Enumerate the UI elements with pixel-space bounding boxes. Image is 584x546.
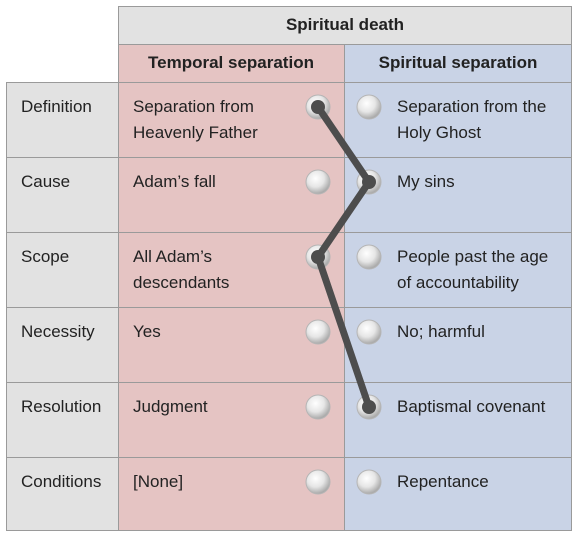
row-label-cause: Cause <box>6 157 118 232</box>
spiritual-cell-cause: My sins <box>344 157 572 232</box>
temporal-cell-cause: Adam’s fall <box>118 157 344 232</box>
temporal-cell-scope: All Adam’s descendants <box>118 232 344 307</box>
table-title: Spiritual death <box>118 6 572 44</box>
spiritual-radio-necessity[interactable] <box>356 319 382 345</box>
column-divider <box>344 44 345 531</box>
spiritual-cell-scope: People past the age of accountability <box>344 232 572 307</box>
spiritual-cell-necessity: No; harmful <box>344 307 572 382</box>
row-label-definition: Definition <box>6 82 118 157</box>
temporal-radio-conditions[interactable] <box>305 469 331 495</box>
spiritual-cell-conditions: Repentance <box>344 457 572 531</box>
temporal-radio-resolution[interactable] <box>305 394 331 420</box>
selected-dot <box>362 175 376 189</box>
column-header-spiritual: Spiritual separation <box>344 44 572 82</box>
row-label-resolution: Resolution <box>6 382 118 457</box>
spiritual-radio-conditions[interactable] <box>356 469 382 495</box>
temporal-cell-necessity: Yes <box>118 307 344 382</box>
row-divider <box>6 157 572 158</box>
spiritual-cell-definition: Separation from the Holy Ghost <box>344 82 572 157</box>
row-label-scope: Scope <box>6 232 118 307</box>
temporal-cell-definition: Separation from Heavenly Father <box>118 82 344 157</box>
selected-dot <box>362 400 376 414</box>
row-divider <box>6 457 572 458</box>
temporal-cell-conditions: [None] <box>118 457 344 531</box>
header-divider <box>118 44 572 45</box>
row-divider <box>6 82 572 83</box>
row-divider <box>6 382 572 383</box>
row-divider <box>6 307 572 308</box>
spiritual-radio-scope[interactable] <box>356 244 382 270</box>
spiritual-radio-definition[interactable] <box>356 94 382 120</box>
temporal-cell-resolution: Judgment <box>118 382 344 457</box>
selected-dot <box>311 250 325 264</box>
row-label-necessity: Necessity <box>6 307 118 382</box>
column-header-temporal: Temporal separation <box>118 44 344 82</box>
spiritual-cell-resolution: Baptismal covenant <box>344 382 572 457</box>
selection-path-line <box>314 103 373 411</box>
temporal-radio-necessity[interactable] <box>305 319 331 345</box>
temporal-radio-cause[interactable] <box>305 169 331 195</box>
row-label-conditions: Conditions <box>6 457 118 531</box>
selected-dot <box>311 100 325 114</box>
column-divider <box>118 6 119 531</box>
row-divider <box>6 232 572 233</box>
